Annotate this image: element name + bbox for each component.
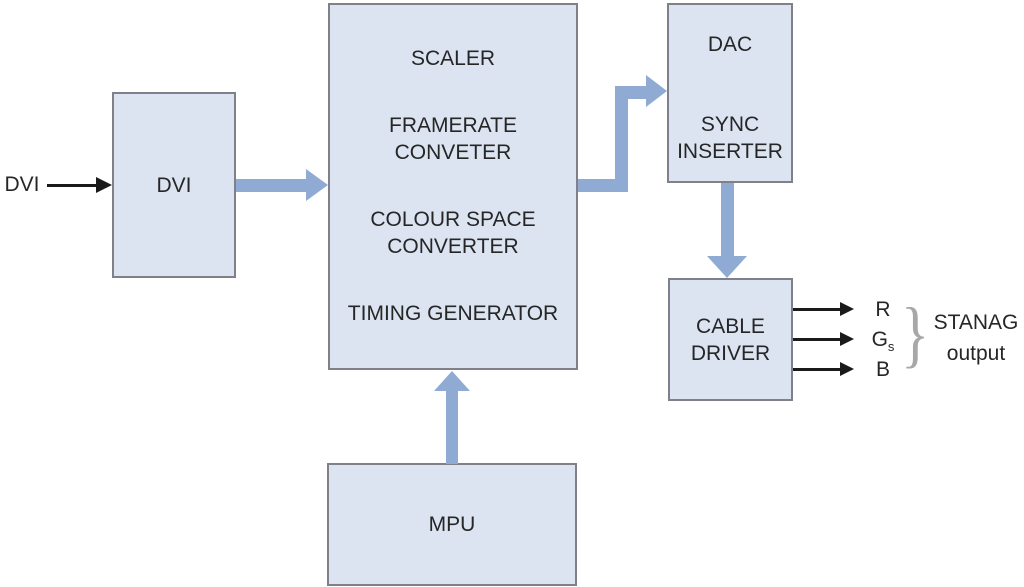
channel-g-subscript: s bbox=[887, 339, 895, 355]
arrow-dvi-to-processor-head-icon bbox=[306, 169, 328, 201]
arrow-processor-to-dac-head-icon bbox=[646, 75, 667, 107]
processor-block: SCALER FRAMERATE CONVETER COLOUR SPACE C… bbox=[328, 3, 578, 370]
output-channel-r-label: R bbox=[861, 296, 905, 323]
channel-g-text: G bbox=[871, 328, 888, 351]
arrow-processor-to-dac-segment bbox=[615, 86, 648, 99]
arrow-dac-to-cable-driver-shaft bbox=[721, 183, 734, 257]
channel-r-text: R bbox=[875, 298, 891, 321]
dac-block: DAC SYNC INSERTER bbox=[667, 3, 793, 183]
stanag-output-label: STANAG output bbox=[933, 311, 1019, 365]
arrow-dac-to-cable-driver-head-icon bbox=[707, 256, 747, 278]
arrow-output-b-line bbox=[793, 368, 842, 371]
channel-b-text: B bbox=[875, 358, 890, 381]
arrow-output-b-head-icon bbox=[840, 362, 854, 376]
arrow-processor-to-dac-segment bbox=[615, 86, 628, 192]
arrow-dvi-to-processor-shaft bbox=[236, 179, 308, 192]
mpu-label: MPU bbox=[428, 513, 476, 536]
arrow-output-g-head-icon bbox=[840, 332, 854, 346]
dvi-block: DVI bbox=[112, 92, 236, 278]
arrow-output-r-head-icon bbox=[840, 302, 854, 316]
dac-label: DAC bbox=[707, 33, 753, 56]
cable-driver-block: CABLE DRIVER bbox=[668, 278, 793, 401]
mpu-block: MPU bbox=[327, 463, 577, 586]
dvi-input-arrow-line bbox=[47, 184, 98, 187]
sync-inserter-label: SYNC INSERTER bbox=[677, 113, 783, 163]
output-channel-b-label: B bbox=[861, 356, 905, 383]
arrow-output-r-line bbox=[793, 308, 842, 311]
cable-driver-label: CABLE DRIVER bbox=[690, 314, 771, 365]
processor-timing-generator-label: TIMING GENERATOR bbox=[347, 302, 559, 325]
output-group-brace-icon: } bbox=[901, 293, 930, 376]
processor-scaler-label: SCALER bbox=[410, 47, 496, 70]
dvi-input-arrow-head-icon bbox=[96, 177, 112, 193]
arrow-mpu-to-processor-head-icon bbox=[434, 371, 470, 391]
output-channel-g-label: Gs bbox=[861, 326, 905, 353]
processor-framerate-converter-label: FRAMERATE CONVETER bbox=[389, 114, 517, 164]
dvi-block-label: DVI bbox=[156, 173, 192, 197]
arrow-output-g-line bbox=[793, 338, 842, 341]
arrow-mpu-to-processor-shaft bbox=[446, 391, 458, 464]
processor-colour-space-converter-label: COLOUR SPACE CONVERTER bbox=[370, 208, 536, 258]
dvi-input-label: DVI bbox=[4, 173, 40, 196]
